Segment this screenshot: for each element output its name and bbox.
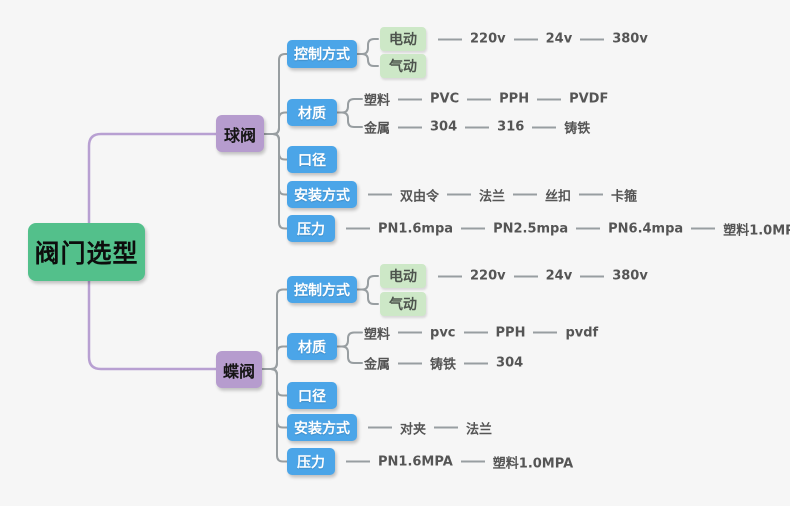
root-branch-connectors xyxy=(87,132,218,371)
connector-dash xyxy=(580,275,605,277)
butterfly-material-plastic-row: 塑料 pvc PPH pvdf xyxy=(364,323,598,342)
ball-pressure-row: PN1.6mpa PN2.5mpa PN6.4mpa 塑料1.0MPA xyxy=(338,219,790,238)
text-node-material[interactable]: 304 xyxy=(496,355,524,371)
text-node-install[interactable]: 双由令 xyxy=(400,189,440,204)
ball-leaf-pneumatic[interactable]: 气动 xyxy=(380,54,426,78)
ball-category-material[interactable]: 材质 xyxy=(287,99,337,126)
connector-dash xyxy=(580,38,605,40)
ball-leaf-electric[interactable]: 电动 xyxy=(380,27,426,51)
connector-dash xyxy=(438,38,462,40)
connector-dash xyxy=(438,275,462,277)
connector-dash xyxy=(460,460,485,463)
text-node-material[interactable]: 铸铁 xyxy=(430,357,457,373)
connector-dash xyxy=(346,460,370,463)
text-node-material[interactable]: PVDF xyxy=(569,91,609,107)
connector-dash xyxy=(368,193,392,196)
butterfly-category-diameter[interactable]: 口径 xyxy=(287,382,337,409)
text-node-material[interactable]: 316 xyxy=(497,119,525,135)
butterfly-leaf-electric[interactable]: 电动 xyxy=(380,264,426,288)
butterfly-leaf-pneumatic[interactable]: 气动 xyxy=(380,292,426,316)
text-node-material[interactable]: 铸铁 xyxy=(564,121,591,137)
connector-dash xyxy=(398,98,423,100)
connector-dash xyxy=(346,227,370,230)
branch-node-ball-valve[interactable]: 球阀 xyxy=(216,115,264,152)
ball-material-plastic-row: 塑料 PVC PPH PVDF xyxy=(364,90,608,109)
text-node-material[interactable]: 金属 xyxy=(364,121,391,137)
text-node-install[interactable]: 卡箍 xyxy=(611,189,638,204)
ball-material-metal-row: 金属 304 316 铸铁 xyxy=(364,118,590,137)
connector-dash xyxy=(513,193,538,196)
ball-category-pressure[interactable]: 压力 xyxy=(287,215,335,242)
butterfly-category-control-method[interactable]: 控制方式 xyxy=(287,276,357,303)
text-node-install[interactable]: 对夹 xyxy=(400,422,427,437)
butterfly-pressure-row: PN1.6MPA 塑料1.0MPA xyxy=(338,452,573,471)
text-node-voltage[interactable]: 24v xyxy=(545,31,573,47)
connector-dash xyxy=(398,331,423,334)
connector-dash xyxy=(447,193,472,196)
text-node-pressure[interactable]: PN1.6MPA xyxy=(378,454,453,469)
connector-dash xyxy=(434,426,459,429)
connector-dash xyxy=(398,126,423,128)
text-node-voltage[interactable]: 24v xyxy=(545,268,573,284)
connector-dash xyxy=(537,98,562,100)
connector-dash xyxy=(691,227,716,230)
butterfly-material-metal-row: 金属 铸铁 304 xyxy=(364,354,523,373)
ball-category-install-method[interactable]: 安装方式 xyxy=(287,181,357,208)
ball-category-diameter[interactable]: 口径 xyxy=(287,146,337,173)
ball-category-control-method[interactable]: 控制方式 xyxy=(287,40,357,68)
text-node-material[interactable]: PPH xyxy=(499,91,530,107)
text-node-material[interactable]: pvc xyxy=(430,325,456,340)
text-node-voltage[interactable]: 380v xyxy=(612,31,648,47)
text-node-install[interactable]: 法兰 xyxy=(466,422,493,437)
connector-dash xyxy=(465,126,490,128)
connector-dash xyxy=(533,331,558,334)
branch-node-butterfly-valve[interactable]: 蝶阀 xyxy=(216,351,262,388)
text-node-material[interactable]: PPH xyxy=(495,325,526,340)
text-node-material[interactable]: PVC xyxy=(430,91,460,107)
connector-dash xyxy=(532,126,557,128)
connector-dash xyxy=(368,426,392,429)
text-node-pressure[interactable]: 塑料1.0MPA xyxy=(723,223,790,238)
ball-install-row: 双由令 法兰 丝扣 卡箍 xyxy=(360,185,637,204)
text-node-material[interactable]: 金属 xyxy=(364,357,391,373)
text-node-pressure[interactable]: 塑料1.0MPA xyxy=(492,456,574,471)
connector-dash xyxy=(464,362,489,364)
text-node-voltage[interactable]: 220v xyxy=(470,31,506,47)
ball-voltage-chain: 220v 24v 380v xyxy=(430,32,648,47)
text-node-install[interactable]: 丝扣 xyxy=(545,189,572,204)
text-node-voltage[interactable]: 220v xyxy=(470,268,506,284)
connector-dash xyxy=(513,38,538,40)
connector-dash xyxy=(398,362,423,364)
connector-dash xyxy=(463,331,488,334)
connector-dash xyxy=(579,193,604,196)
text-node-material[interactable]: pvdf xyxy=(565,325,599,340)
butterfly-category-pressure[interactable]: 压力 xyxy=(287,448,335,475)
butterfly-install-row: 对夹 法兰 xyxy=(360,418,492,437)
connector-dash xyxy=(467,98,492,100)
root-node-valve-selection[interactable]: 阀门选型 xyxy=(28,223,145,281)
connector-dash xyxy=(576,227,601,230)
text-node-material[interactable]: 塑料 xyxy=(364,93,391,109)
butterfly-voltage-chain: 220v 24v 380v xyxy=(430,269,648,284)
connector-dash xyxy=(513,275,538,277)
butterfly-valve-category-connectors xyxy=(261,275,379,463)
butterfly-category-install-method[interactable]: 安装方式 xyxy=(287,414,357,441)
ball-valve-category-connectors xyxy=(263,38,379,230)
text-node-pressure[interactable]: PN2.5mpa xyxy=(493,221,569,236)
text-node-install[interactable]: 法兰 xyxy=(479,189,506,204)
text-node-pressure[interactable]: PN1.6mpa xyxy=(378,221,454,236)
text-node-material[interactable]: 塑料 xyxy=(364,327,391,342)
text-node-pressure[interactable]: PN6.4mpa xyxy=(608,221,684,236)
butterfly-category-material[interactable]: 材质 xyxy=(287,333,337,360)
connector-dash xyxy=(461,227,486,230)
text-node-material[interactable]: 304 xyxy=(430,119,458,135)
text-node-voltage[interactable]: 380v xyxy=(612,268,648,284)
